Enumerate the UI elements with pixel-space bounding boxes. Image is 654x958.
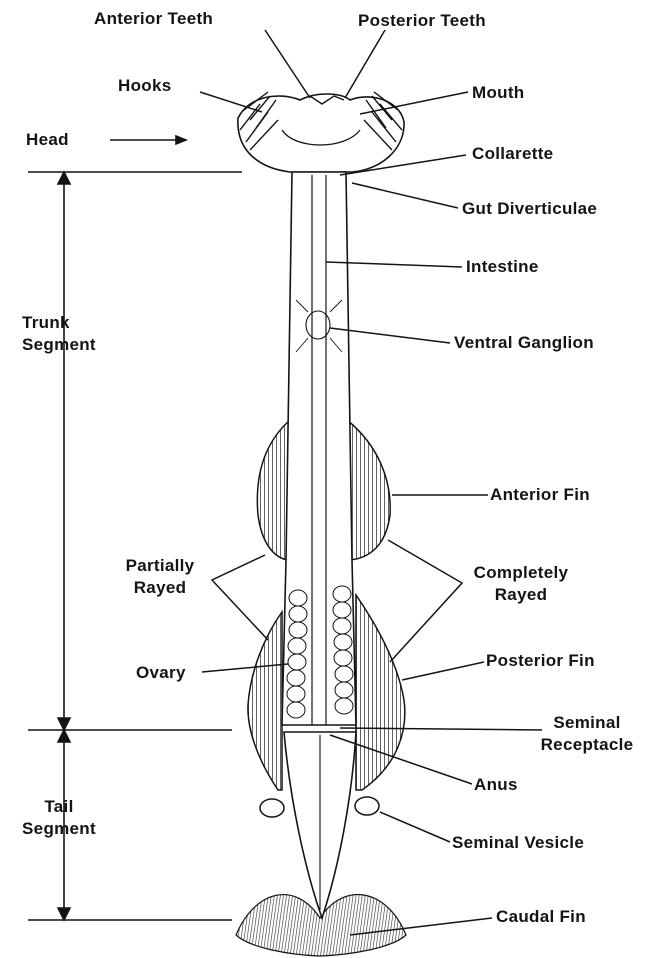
label-mouth: Mouth xyxy=(472,82,524,104)
label-anus: Anus xyxy=(474,774,518,796)
label-partially-rayed: Partially Rayed xyxy=(110,555,210,599)
label-seminal-vesicle: Seminal Vesicle xyxy=(452,832,584,854)
label-head: Head xyxy=(26,129,69,151)
label-completely-rayed: Completely Rayed xyxy=(462,562,580,606)
label-ovary: Ovary xyxy=(136,662,186,684)
label-hooks: Hooks xyxy=(118,75,171,97)
head-shape xyxy=(238,92,404,172)
label-anterior-teeth: Anterior Teeth xyxy=(94,8,213,30)
label-posterior-teeth: Posterior Teeth xyxy=(358,10,486,32)
label-collarette: Collarette xyxy=(472,143,553,165)
label-tail-segment: Tail Segment xyxy=(14,796,104,840)
label-gut-diverticulae: Gut Diverticulae xyxy=(462,198,597,220)
label-trunk-segment: Trunk Segment xyxy=(22,312,96,356)
tail-shape xyxy=(284,732,356,918)
label-caudal-fin: Caudal Fin xyxy=(496,906,586,928)
label-posterior-fin: Posterior Fin xyxy=(486,650,595,672)
label-ventral-ganglion: Ventral Ganglion xyxy=(454,332,594,354)
label-intestine: Intestine xyxy=(466,256,539,278)
label-seminal-receptacle: Seminal Receptacle xyxy=(528,712,646,756)
label-anterior-fin: Anterior Fin xyxy=(490,484,590,506)
